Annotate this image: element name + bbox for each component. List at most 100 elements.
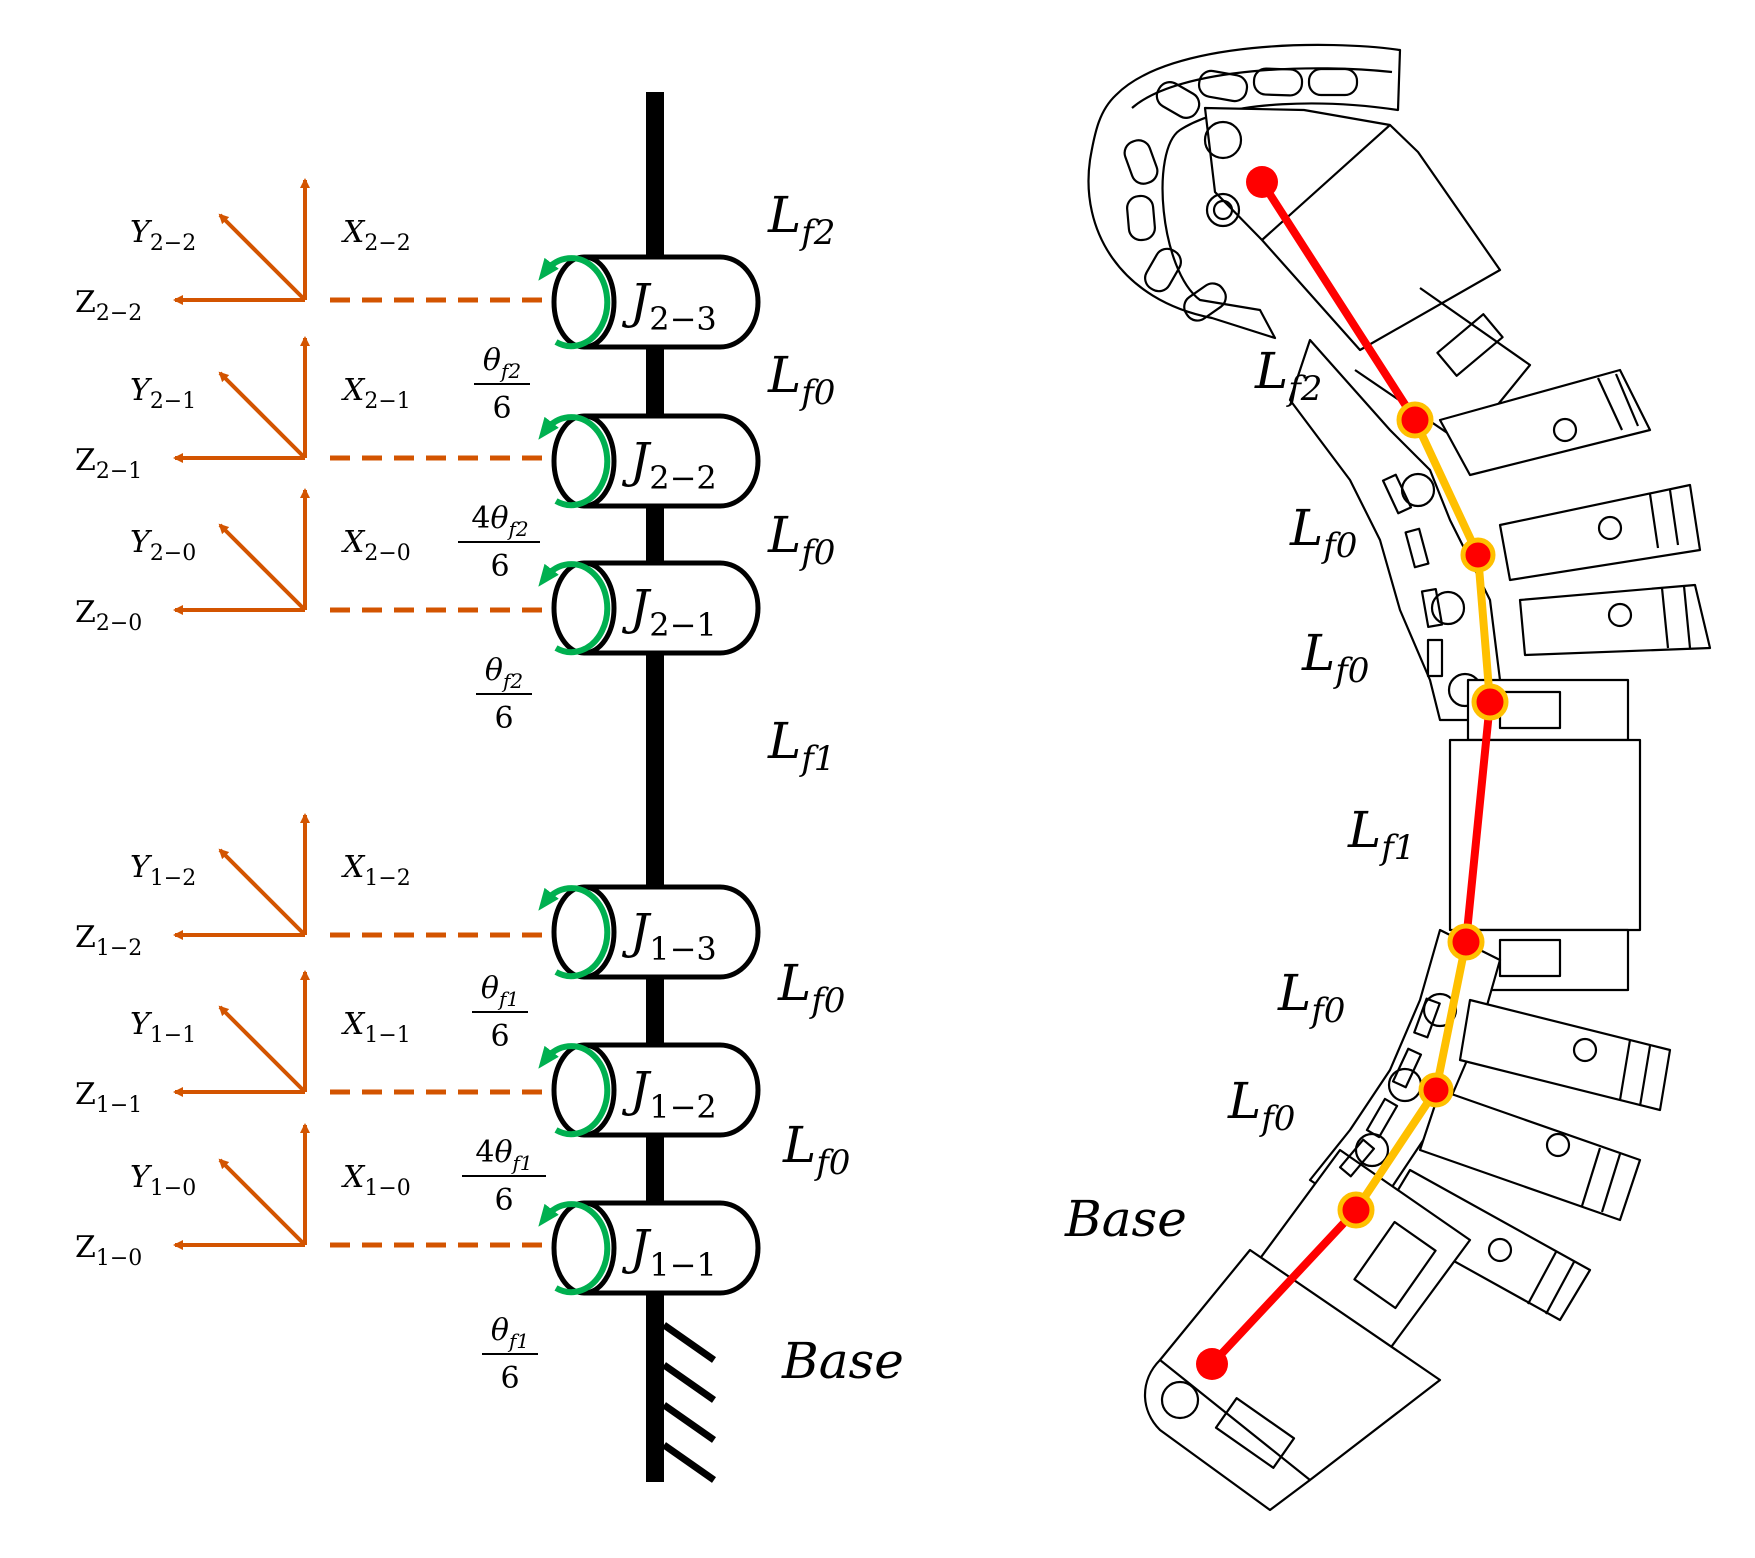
- theta-symbol: θ: [483, 343, 501, 378]
- x-axis-label: X1−2: [341, 850, 411, 891]
- rotation-arrow-icon: [538, 561, 611, 656]
- rotation-arrow-icon: [538, 885, 611, 980]
- x-axis-label: X1−1: [341, 1007, 411, 1048]
- angle-sub: f2: [499, 359, 521, 383]
- angle-fraction-f1-b: 4θf1 6: [462, 1135, 546, 1218]
- mechanism-illustration: [1087, 43, 1712, 1512]
- right-label-lf0: Lf0: [1227, 1072, 1295, 1139]
- chain-joint: [1447, 923, 1485, 961]
- z-axis-label: Z1−1: [75, 1077, 142, 1118]
- theta-symbol: θ: [494, 1135, 512, 1170]
- y-axis-arrow: [218, 213, 307, 302]
- right-label-lf2: Lf2: [1254, 342, 1322, 409]
- angle-den: 6: [494, 1183, 513, 1218]
- link-label-lf0: Lf0: [777, 954, 845, 1021]
- right-label-lf1: Lf1: [1347, 801, 1415, 868]
- chain-red-middle: [1462, 698, 1494, 946]
- y-axis-arrow: [218, 848, 307, 937]
- z-axis-label: Z2−2: [75, 285, 142, 326]
- joint-1-2: J1−2: [538, 1042, 761, 1138]
- y-axis-label: Y1−0: [130, 1160, 196, 1201]
- frame-2-1: X2−1 Y2−1Z2−1: [75, 336, 552, 484]
- angle-fraction-f2-b: 4θf2 6: [458, 501, 540, 584]
- x-axis-label: X1−0: [341, 1160, 411, 1201]
- x-axis-label: X2−2: [341, 215, 411, 256]
- angle-sub: f1: [507, 1329, 529, 1353]
- link-label-lf0: Lf0: [767, 346, 835, 413]
- frame-2-2: X2−2 Y2−2Z2−2: [75, 178, 552, 326]
- angle-sub: f2: [501, 669, 523, 693]
- chain-joint: [1471, 683, 1509, 721]
- frame-1-1: X1−1 Y1−1Z1−1: [75, 970, 552, 1118]
- rotation-arrow-icon: [538, 414, 611, 509]
- lower-tabs: [1378, 998, 1672, 1322]
- edge-plates: [1338, 473, 1444, 1178]
- y-axis-arrow: [218, 1158, 307, 1247]
- z-axis-label: Z2−0: [75, 595, 142, 636]
- rotation-arrow-icon: [538, 1043, 611, 1138]
- tip-servo-block: [1203, 106, 1532, 447]
- fingertip-plate: [1087, 43, 1402, 340]
- joint-2-1: J2−1: [538, 560, 761, 656]
- y-axis-label: Y2−2: [130, 215, 196, 256]
- link-label-lf2: Lf2: [767, 186, 835, 253]
- right-label-lf0: Lf0: [1301, 624, 1369, 691]
- link-label-lf1: Lf1: [767, 712, 835, 779]
- base-label: Base: [781, 1332, 904, 1390]
- chain-joint: [1337, 1191, 1375, 1229]
- frames-layer: X2−2 Y2−2Z2−2X2−1 Y2−1Z2−1X2−0 Y2−0Z2−0X1−2…: [75, 178, 552, 1271]
- angle-sub: f1: [511, 1151, 533, 1175]
- y-axis-arrow: [218, 371, 307, 460]
- svg-text:4θf1: 4θf1: [475, 1135, 532, 1175]
- angle-fraction-f1-c: θf1 6: [482, 1313, 538, 1396]
- angle-fraction-f1-a: θf1 6: [472, 971, 528, 1054]
- angle-sub: f2: [507, 517, 529, 541]
- svg-text:θf1: θf1: [491, 1313, 529, 1353]
- theta-symbol: θ: [485, 653, 503, 688]
- svg-text:θf2: θf2: [485, 653, 523, 693]
- y-axis-label: Y1−2: [130, 850, 196, 891]
- angle-den: 6: [492, 391, 511, 426]
- joint-1-3: J1−3: [538, 884, 761, 980]
- x-axis-label: X2−0: [341, 525, 411, 566]
- right-base-label: Base: [1064, 1190, 1187, 1248]
- y-axis-label: Y1−1: [130, 1007, 196, 1048]
- frame-2-0: X2−0 Y2−0Z2−0: [75, 488, 552, 636]
- z-axis-label: Z1−2: [75, 920, 142, 961]
- chain-red-top: [1258, 178, 1419, 424]
- chain-joint: [1418, 1072, 1454, 1108]
- joint-label: J2−3: [621, 274, 717, 338]
- angle-den: 6: [494, 701, 513, 736]
- z-axis-label: Z2−1: [75, 443, 142, 484]
- upper-tabs: [1438, 368, 1712, 657]
- svg-text:θf2: θf2: [483, 343, 521, 383]
- y-axis-arrow: [218, 523, 307, 612]
- y-axis-label: Y2−1: [130, 373, 196, 414]
- middle-link: [1448, 678, 1642, 992]
- joint-2-2: J2−2: [538, 413, 761, 509]
- chain-red-bottom: [1208, 1206, 1360, 1368]
- base-servo: [1143, 1148, 1472, 1512]
- z-axis-label: Z1−0: [75, 1230, 142, 1271]
- svg-text:θf1: θf1: [481, 971, 519, 1011]
- base-hatch: [661, 1322, 717, 1483]
- link-label-lf0: Lf0: [782, 1116, 850, 1183]
- chain-endpoint-base: [1196, 1348, 1228, 1380]
- theta-symbol: θ: [481, 971, 499, 1006]
- angle-den: 6: [500, 1361, 519, 1396]
- angle-coef: 4: [471, 501, 490, 536]
- right-label-lf0: Lf0: [1277, 964, 1345, 1031]
- link-label-lf0: Lf0: [767, 506, 835, 573]
- angle-fraction-f2-a: θf2 6: [474, 343, 530, 426]
- angle-den: 6: [490, 549, 509, 584]
- joint-2-3: J2−3: [538, 254, 761, 350]
- theta-symbol: θ: [491, 1313, 509, 1348]
- kinematic-chain: [1196, 166, 1509, 1380]
- right-label-lf0: Lf0: [1289, 499, 1357, 566]
- frame-1-0: X1−0 Y1−0Z1−0: [75, 1123, 552, 1271]
- y-axis-label: Y2−0: [130, 525, 196, 566]
- svg-text:4θf2: 4θf2: [471, 501, 528, 541]
- rotation-arrow-icon: [538, 255, 611, 350]
- x-axis-label: X2−1: [341, 373, 411, 414]
